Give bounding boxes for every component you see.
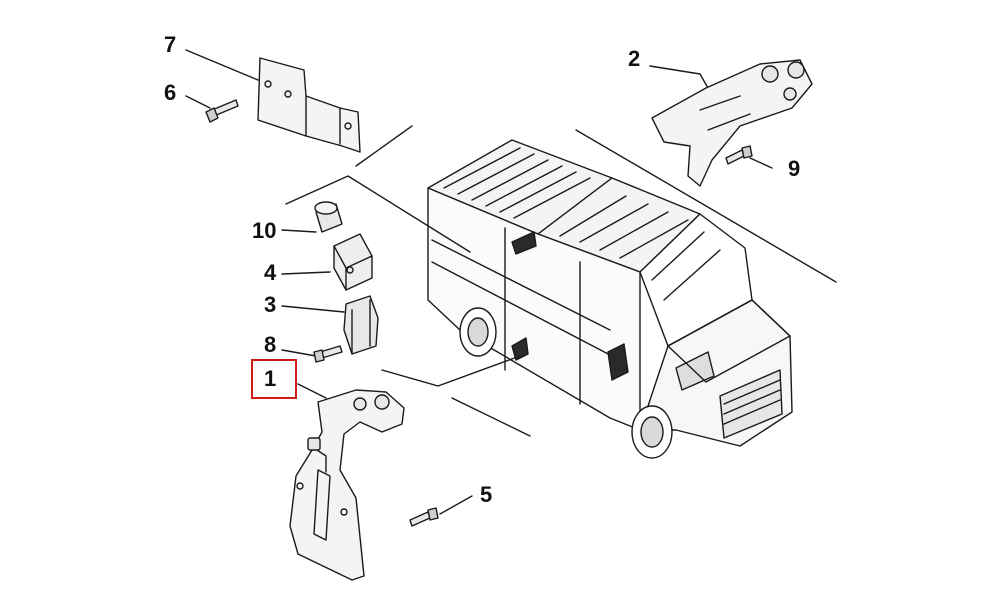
callout-2: 2 [628, 46, 641, 71]
highlight-box-part-1 [251, 359, 297, 399]
part-6-bolt [205, 99, 239, 123]
callout-3: 3 [264, 292, 277, 317]
callout-5: 5 [480, 482, 493, 507]
callout-7: 7 [164, 32, 177, 57]
part-10-bushing [314, 201, 343, 233]
callout-9: 9 [788, 156, 801, 181]
callout-6: 6 [164, 80, 177, 105]
callout-1: 1 [264, 366, 277, 391]
part-5-bolt [409, 507, 439, 527]
callout-8: 8 [264, 332, 277, 357]
callout-10: 10 [252, 218, 277, 243]
part-1-roller-bracket [289, 389, 405, 581]
part-2-roller-bracket [651, 59, 813, 187]
leader-lines [185, 49, 837, 515]
part-8-bolt [313, 345, 343, 363]
part-4-block [333, 233, 373, 291]
van-illustration [427, 139, 793, 459]
callout-4: 4 [264, 260, 277, 285]
part-3-pad [343, 295, 379, 355]
part-9-bolt [725, 145, 753, 165]
part-7-bracket [257, 57, 361, 153]
